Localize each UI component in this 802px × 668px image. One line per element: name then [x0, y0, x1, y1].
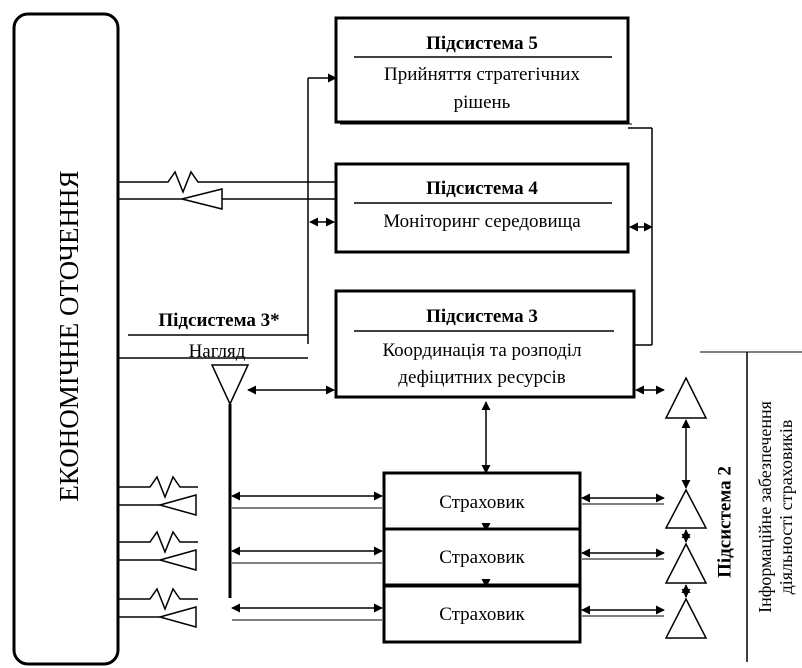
insurer-label: Страховик [439, 492, 525, 513]
env-triangle-icon [157, 494, 197, 516]
insurer-row: Страховик [118, 527, 665, 593]
env-link-subsystem4 [118, 170, 336, 210]
insurer-label: Страховик [439, 604, 525, 625]
subsystem3-line2: дефіцитних ресурсів [398, 367, 565, 388]
info-triangle-icon [664, 488, 708, 529]
subsystem3star-block: Підсистема 3* Нагляд [128, 310, 308, 598]
subsystem2-line2: діяльності страховиків [776, 420, 796, 595]
management-bus [118, 73, 337, 359]
subsystem2-caption: Підсистема 2 Інформаційне забезпечення д… [700, 351, 802, 662]
info-triangle-icon [664, 542, 708, 584]
insurer-label: Страховик [439, 547, 525, 568]
insurer-row: Страховик [118, 584, 665, 644]
subsystem3-box: Підсистема 3 Координація та розподіл деф… [334, 289, 636, 399]
env-zigzag-link [118, 587, 198, 612]
subsystem3star-title: Підсистема 3* [158, 310, 279, 331]
subsystem4-box: Підсистема 4 Моніторинг середовища [334, 162, 630, 254]
env-triangle-icon [157, 549, 197, 571]
subsystem3star-line1: Нагляд [189, 341, 246, 362]
subsystem2-chain [664, 376, 708, 639]
subsystem5-box: Підсистема 5 Прийняття стратегічних ріше… [334, 16, 632, 125]
subsystem5-line2: рішень [454, 92, 511, 113]
insurer-box [382, 527, 582, 587]
insurer-row: Страховик [118, 471, 665, 536]
subsystem3-line1: Координація та розподіл [382, 340, 582, 361]
right-bus [628, 127, 653, 346]
subsystem2-title: Підсистема 2 [714, 466, 735, 578]
subsystem5-line1: Прийняття стратегічних [384, 64, 580, 85]
env-zigzag-link [118, 530, 198, 555]
subsystem5-title: Підсистема 5 [426, 33, 538, 54]
insurer-box [382, 584, 582, 644]
info-triangle-icon [664, 597, 708, 639]
info-triangle-icon [664, 376, 708, 419]
environment-label: ЕКОНОМІЧНЕ ОТОЧЕННЯ [54, 170, 84, 501]
env-zigzag-link [118, 475, 198, 500]
subsystem4-line1: Моніторинг середовища [383, 211, 581, 232]
insurer-box [382, 471, 582, 531]
audit-triangle-icon [210, 364, 250, 406]
subsystem4-title: Підсистема 4 [426, 178, 538, 199]
env-triangle-icon [157, 606, 197, 628]
environment-box: ЕКОНОМІЧНЕ ОТОЧЕННЯ [12, 12, 120, 666]
subsystem2-line1: Інформаційне забезпечення [755, 401, 775, 613]
subsystem3-title: Підсистема 3 [426, 306, 538, 327]
